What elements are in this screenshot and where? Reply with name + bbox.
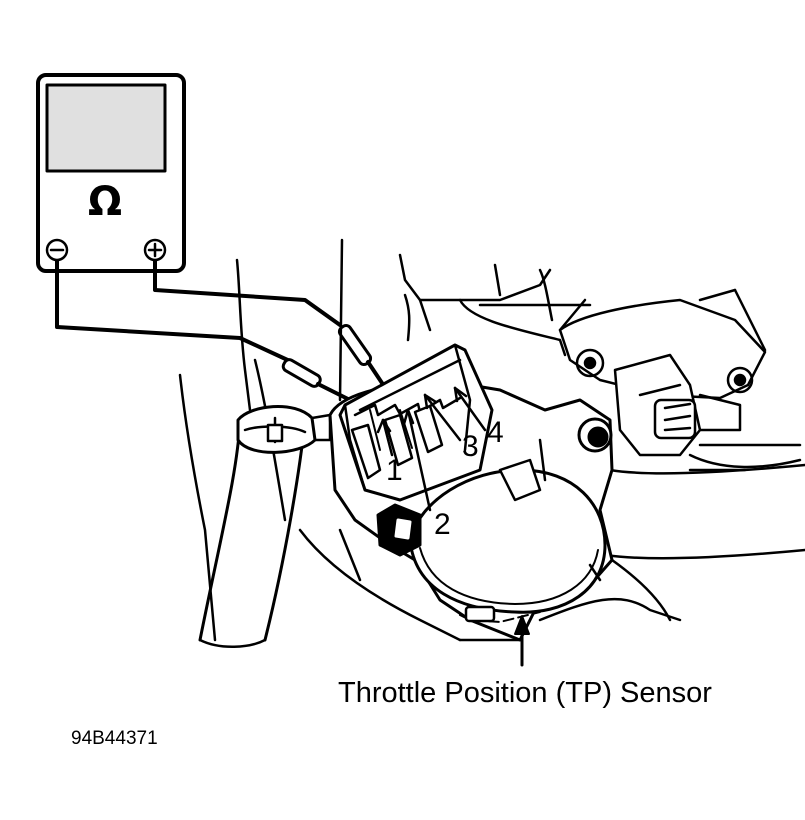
positive-probe [337, 324, 373, 366]
throttle-body [178, 238, 805, 648]
terminal-pointers [376, 386, 487, 512]
positive-lead [153, 259, 342, 327]
terminal-label-4: 4 [487, 416, 504, 449]
negative-terminal-label: ⊖ [50, 242, 62, 256]
ohm-symbol: Ω [88, 179, 123, 225]
figure-code: 94B44371 [71, 728, 158, 749]
positive-terminal-label: ⊕ [148, 242, 160, 256]
pointer-1 [381, 418, 394, 457]
pointer-2 [406, 408, 432, 512]
terminal-label-3: 3 [462, 430, 479, 463]
pointer-4 [453, 386, 487, 432]
pointer-3 [423, 393, 462, 442]
terminal-label-2: 2 [434, 508, 451, 541]
diagram-caption: Throttle Position (TP) Sensor [338, 677, 712, 709]
ohmmeter [36, 73, 186, 273]
tp-sensor [328, 343, 614, 642]
caption-leader-arrow [514, 615, 530, 667]
negative-lead [55, 259, 294, 364]
terminal-label-1: 1 [386, 454, 403, 487]
ohmmeter-display [45, 83, 167, 173]
negative-probe [281, 358, 322, 388]
